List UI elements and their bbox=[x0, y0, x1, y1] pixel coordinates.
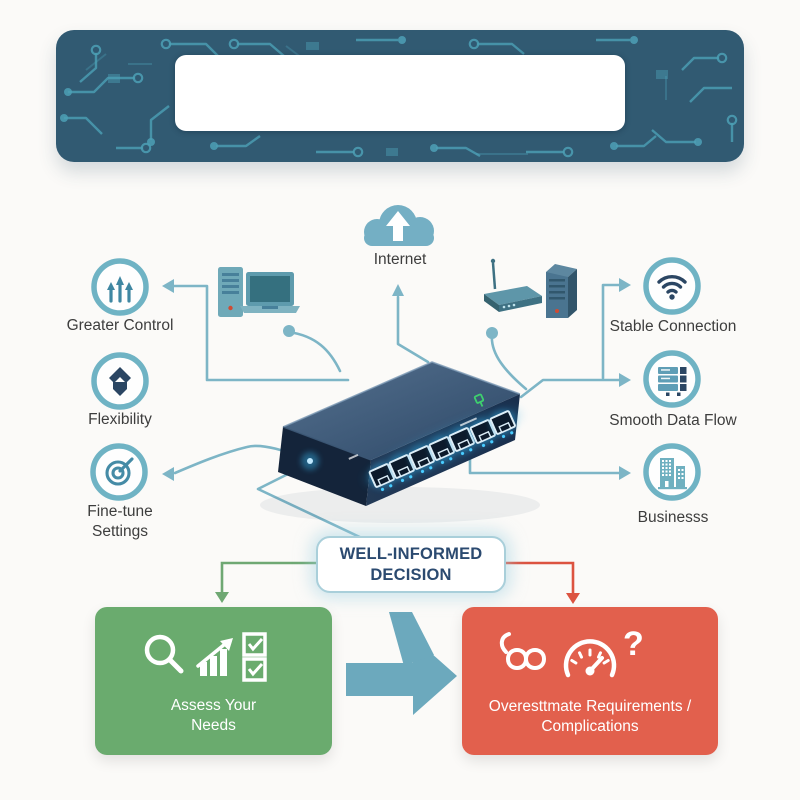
growth-chart-icon bbox=[195, 637, 233, 676]
internet-cloud-icon bbox=[364, 205, 434, 246]
cloud-up-arrow-icon bbox=[386, 211, 410, 241]
switch-microtext bbox=[348, 453, 359, 460]
header-banner bbox=[56, 30, 744, 162]
chevron-shield-icon bbox=[91, 352, 149, 410]
gauge-icon bbox=[563, 639, 617, 678]
benefit-label-greater-control: Greater Control bbox=[66, 317, 174, 334]
connector-smooth-line bbox=[519, 378, 621, 399]
outcome-good-icons bbox=[144, 632, 267, 682]
switch-port bbox=[489, 410, 516, 439]
server-stack-icon bbox=[643, 350, 701, 408]
benefit-label-flexibility: Flexibility bbox=[88, 411, 152, 428]
big-right-arrow-icon bbox=[346, 612, 457, 715]
benefit-label-finetune: Fine-tune Settings bbox=[87, 503, 153, 541]
magnifier-icon bbox=[144, 634, 183, 674]
server-icon bbox=[546, 264, 577, 318]
network-switch bbox=[260, 361, 540, 523]
banner-circuit-pattern bbox=[60, 36, 738, 158]
switch-port bbox=[428, 436, 455, 465]
outcome-good-box: Assess Your Needs bbox=[95, 607, 332, 755]
connector-internet-line bbox=[396, 295, 430, 364]
banner-title-plate bbox=[175, 55, 625, 131]
connector-stable-line bbox=[601, 283, 621, 380]
connector-arrowheads bbox=[162, 278, 631, 481]
benefit-label-stable: Stable Connection bbox=[609, 318, 737, 335]
decision-bad-line bbox=[483, 561, 575, 594]
checklist-icon bbox=[241, 632, 267, 682]
desktop-tower-icon bbox=[218, 267, 243, 317]
switch-led bbox=[307, 458, 313, 464]
switch-port bbox=[469, 419, 496, 448]
decision-good-line bbox=[220, 561, 318, 593]
decision-label: WELL-INFORMED DECISION bbox=[339, 545, 483, 584]
decision-box: WELL-INFORMED DECISION bbox=[316, 536, 506, 594]
outcome-bad-icons: ? bbox=[499, 625, 644, 678]
target-tune-icon bbox=[90, 443, 148, 501]
connector-right-curve bbox=[490, 332, 528, 391]
decision-bad-arrowhead bbox=[566, 593, 580, 604]
switch-port bbox=[388, 454, 415, 483]
switch-status-icon bbox=[473, 393, 485, 407]
decision-good-arrowhead bbox=[215, 592, 229, 603]
switch-microtext bbox=[459, 417, 478, 427]
router-icon bbox=[484, 258, 542, 312]
outcome-bad-label: Overesttmate Requirements / Complication… bbox=[488, 697, 692, 735]
outcome-bad-box: ? Overesttmate Requirements / Complicati… bbox=[462, 607, 718, 755]
connector-left-curve bbox=[287, 330, 342, 373]
arrows-up-icon bbox=[91, 258, 149, 316]
connector-greater-control-line bbox=[172, 284, 350, 382]
question-mark-icon: ? bbox=[623, 625, 644, 663]
internet-label: Internet bbox=[373, 251, 427, 268]
wifi-icon bbox=[643, 257, 701, 315]
benefit-label-smooth: Smooth Data Flow bbox=[609, 412, 737, 429]
switch-port bbox=[368, 463, 395, 492]
laptop-icon bbox=[240, 272, 300, 313]
building-icon bbox=[643, 443, 701, 501]
benefit-label-business: Businesss bbox=[637, 509, 709, 526]
switch-port bbox=[408, 445, 435, 474]
switch-ports bbox=[368, 410, 516, 492]
outcome-good-label: Assess Your Needs bbox=[170, 696, 257, 734]
knot-icon bbox=[499, 631, 547, 670]
